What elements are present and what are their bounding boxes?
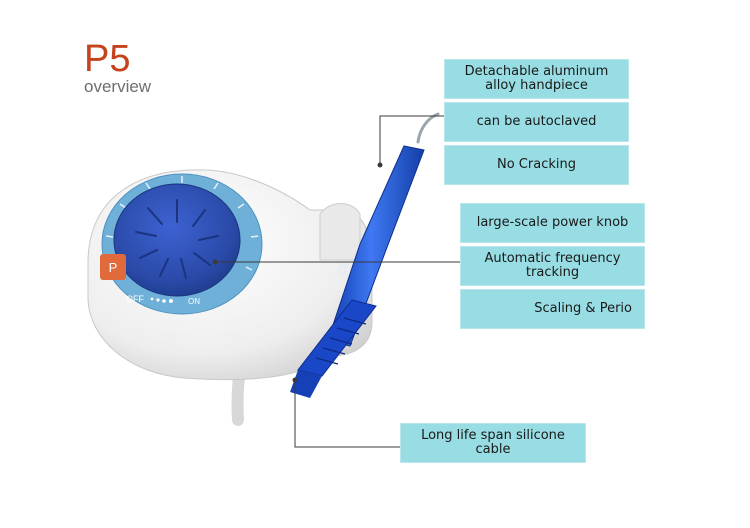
handpiece-ce-mark: CE (336, 260, 351, 277)
mode-badge-text: P (109, 260, 118, 275)
label-autoclave: can be autoclaved (444, 102, 629, 142)
power-knob (113, 183, 241, 297)
page-subtitle: overview (84, 77, 152, 96)
label-cracking: No Cracking (444, 145, 629, 185)
mode-badge (100, 254, 126, 280)
label-handpiece: Detachable aluminum alloy handpiece (444, 59, 629, 99)
label-knob: large-scale power knob (460, 203, 645, 243)
handpiece: CE (290, 112, 440, 398)
page-title: P5 (84, 38, 131, 80)
dial-off-text: OFF (126, 294, 144, 304)
label-scaling: Scaling & Perio (460, 289, 645, 329)
dial-on-text: ON (188, 297, 200, 306)
label-frequency: Automatic frequency tracking (460, 246, 645, 286)
label-cable: Long life span silicone cable (400, 423, 586, 463)
